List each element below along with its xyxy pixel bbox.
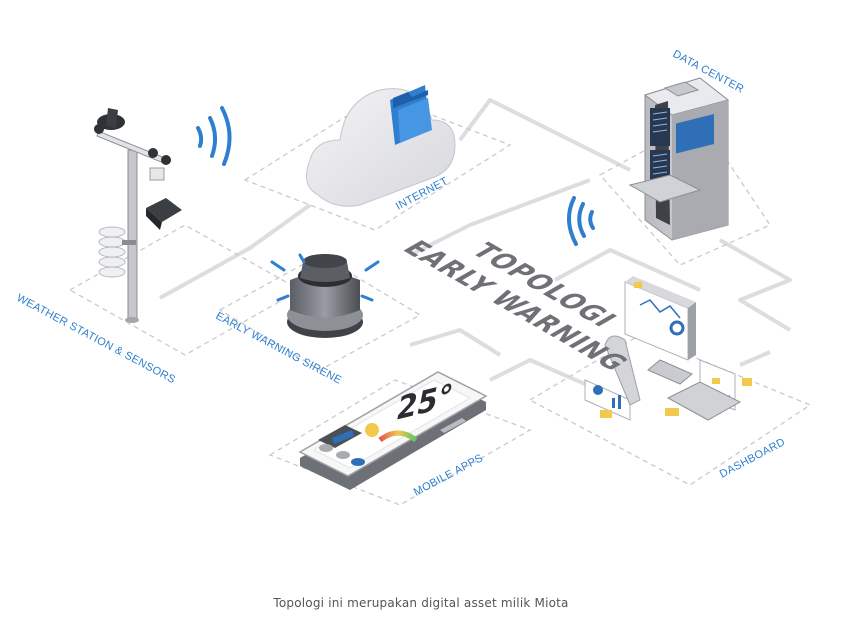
server-rack-icon (628, 77, 730, 241)
mobile-platform (268, 379, 532, 506)
siren-icon (287, 254, 363, 338)
dashboard-devices-icon (584, 276, 752, 421)
siren-light-rays (270, 253, 380, 302)
internet-platform (243, 94, 512, 231)
connection-lines (159, 98, 792, 397)
label-weather-station: WEATHER STATION & SENSORS (15, 292, 178, 386)
cloud-icon (305, 85, 456, 207)
siren-platform (218, 254, 422, 371)
caption: Topologi ini merupakan digital asset mil… (273, 596, 569, 610)
wifi-signal-icon (196, 106, 232, 166)
weather-station-icon (94, 108, 182, 323)
dashboard-platform (528, 334, 812, 486)
mobile-phone-icon (298, 371, 488, 490)
wifi-signal-icon-datacenter (567, 196, 595, 246)
label-mobile: MOBILE APPS (412, 452, 485, 499)
